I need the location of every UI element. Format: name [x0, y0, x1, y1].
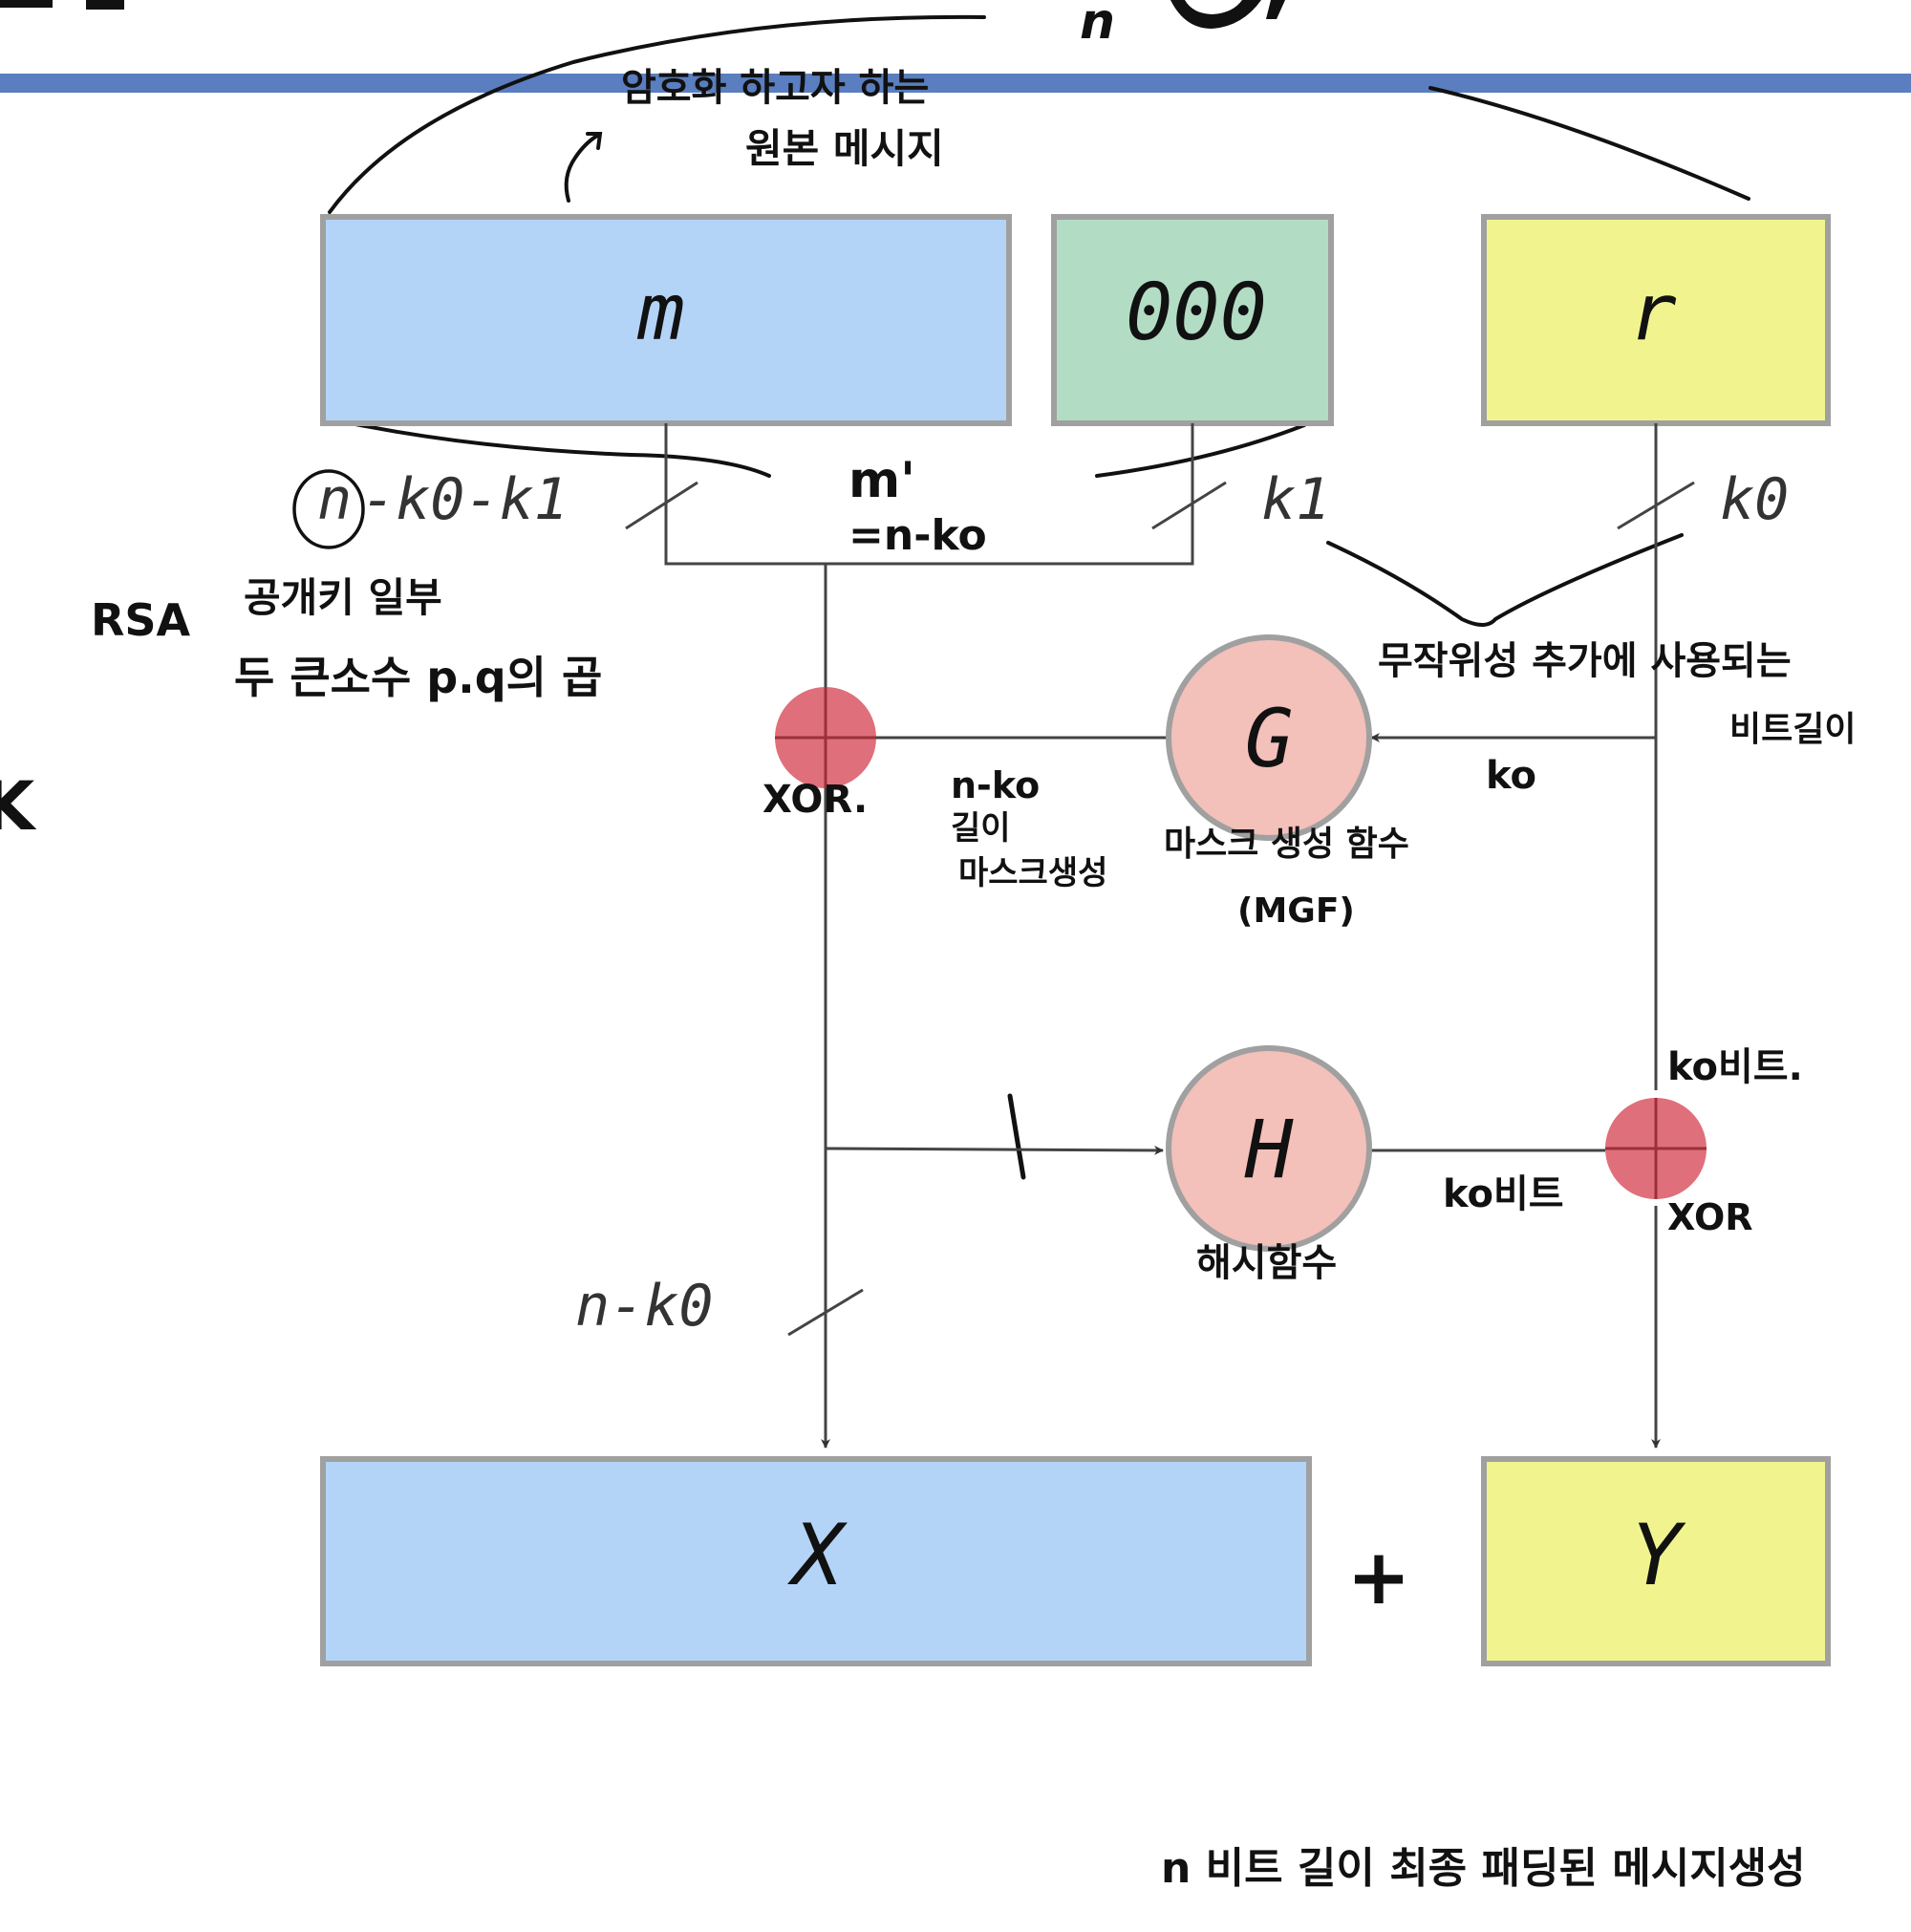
note-bit-length: 비트길이	[1729, 710, 1856, 749]
note-final-padded-message: n 비트 길이 최종 패딩된 메시지생성	[1161, 1844, 1806, 1893]
g-function-label: G	[1245, 692, 1294, 785]
title-rule	[0, 74, 1911, 93]
note-xor-right: XOR	[1667, 1196, 1753, 1238]
x-box-label: X	[787, 1506, 848, 1604]
note-rsa-public-key: 공개키 일부	[244, 574, 442, 621]
note-xor-left: XOR.	[762, 778, 868, 822]
note-mgf: 마스크 생성 함수	[1164, 825, 1409, 864]
note-hash-function: 해시함수	[1196, 1241, 1337, 1285]
zeros-box-label: 000	[1126, 268, 1267, 358]
bit-label-k0: k0	[1720, 466, 1789, 533]
bit-label-n-k0: n-k0	[575, 1273, 714, 1340]
handwritten-annotations: 암호화 하고자 하는 원본 메시지 m' =n-ko RSA 공개키 일부 두 …	[0, 66, 1856, 1893]
y-box-label: Y	[1631, 1506, 1686, 1604]
title-fragment-right	[1170, 0, 1285, 29]
xor-left-node	[775, 687, 876, 788]
h-function-node	[1166, 1045, 1372, 1252]
note-k0-arrow: ko	[1486, 754, 1536, 798]
handwritten-strokes	[292, 14, 1750, 1180]
r-box-label: r	[1629, 268, 1676, 358]
y-box	[1481, 1456, 1831, 1666]
note-rsa-primes: 두 큰소수 p.q의 곱	[234, 652, 602, 703]
note-k0-bits-top: ko비트.	[1667, 1045, 1803, 1089]
bit-label-n-k0-k1: -k0-k1	[361, 466, 569, 533]
note-mgf-abbr: (MGF)	[1237, 891, 1355, 931]
g-function-node	[1166, 634, 1372, 841]
note-original-message-1: 암호화 하고자 하는	[621, 66, 929, 110]
edge-fragment-k: K	[0, 767, 37, 846]
note-randomness: 무작위성 추가에 사용되는	[1378, 639, 1792, 683]
note-m-prime-length: =n-ko	[848, 511, 987, 560]
m-box-label: m	[636, 268, 684, 358]
r-box	[1481, 214, 1831, 426]
note-k0-bits: ko비트	[1443, 1172, 1564, 1216]
xor-right-node	[1605, 1098, 1707, 1199]
note-length: 길이	[951, 809, 1011, 848]
note-mask-generation: 마스크생성	[958, 854, 1107, 892]
bit-label-n: n	[317, 466, 352, 533]
note-n-k0: n-ko	[951, 764, 1040, 806]
plus-sign: +	[1346, 1533, 1410, 1621]
x-box	[320, 1456, 1312, 1666]
connector-lines	[625, 423, 1695, 1449]
h-function-label: H	[1244, 1103, 1294, 1196]
note-rsa: RSA	[91, 594, 191, 646]
note-m-prime: m'	[848, 452, 915, 509]
note-original-message-2: 원본 메시지	[745, 125, 944, 172]
top-n-label: n	[1080, 0, 1115, 51]
bit-label-k1: k1	[1261, 466, 1330, 533]
title-fragment-left	[0, 0, 124, 10]
